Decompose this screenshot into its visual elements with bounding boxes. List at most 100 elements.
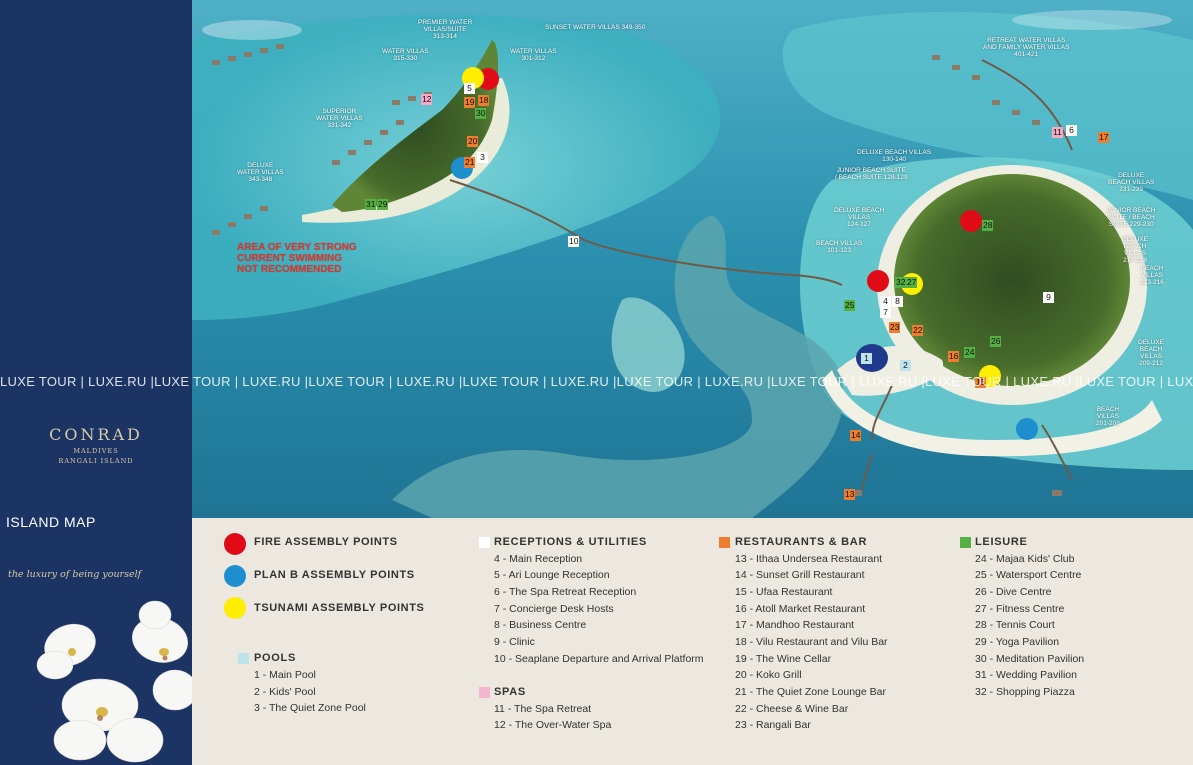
legend-item: 13 - Ithaa Undersea Restaurant [735, 553, 883, 565]
map-marker-24[interactable]: 24 [964, 347, 976, 358]
strong-current-warning: AREA OF VERY STRONG CURRENT SWIMMING NOT… [237, 242, 357, 275]
legend-item: 20 - Koko Grill [735, 669, 802, 681]
map-marker-3[interactable]: 3 [477, 152, 488, 163]
legend-item: 24 - Majaa Kids' Club [975, 553, 1075, 565]
map-marker-9[interactable]: 9 [1043, 292, 1054, 303]
receptions-legend-title: RECEPTIONS & UTILITIES [494, 536, 647, 548]
legend-item: 19 - The Wine Cellar [735, 653, 832, 665]
map-marker-29[interactable]: 29 [377, 199, 389, 210]
map-marker-23[interactable]: 23 [889, 322, 901, 333]
label-deluxe-beach-villas-130: DELUXE BEACH VILLAS 130-140 [857, 149, 932, 163]
legend-item: 15 - Ufaa Restaurant [735, 586, 833, 598]
leisure-legend-title: LEISURE [975, 536, 1028, 548]
legend-item: 18 - Vilu Restaurant and Vilu Bar [735, 636, 888, 648]
map-marker-8[interactable]: 8 [892, 296, 903, 307]
label-deluxe-beach-villas-231: DELUXE BEACH VILLAS 231-239 [1108, 172, 1155, 193]
map-marker-15[interactable]: 15 [975, 377, 987, 388]
legend-item: 8 - Business Centre [494, 619, 587, 631]
label-water-villas-301: WATER VILLAS 301-312 [510, 48, 557, 62]
legend-item: 5 - Ari Lounge Reception [494, 569, 610, 581]
tsunami-assembly-legend-dot [224, 597, 246, 619]
map-marker-20[interactable]: 20 [467, 136, 479, 147]
map-marker-18[interactable]: 18 [478, 95, 490, 106]
logo-subtitle-rangali: RANGALI ISLAND [58, 457, 134, 465]
map-marker-5[interactable]: 5 [464, 83, 475, 94]
map-marker-6[interactable]: 6 [1066, 125, 1077, 136]
tagline: the luxury of being yourself [8, 569, 142, 580]
conrad-logo: CONRAD [49, 425, 143, 444]
map-marker-11[interactable]: 11 [1052, 127, 1063, 138]
map-marker-13[interactable]: 13 [844, 489, 856, 500]
map-marker-16[interactable]: 16 [948, 351, 960, 362]
legend-item: 21 - The Quiet Zone Lounge Bar [735, 686, 886, 698]
label-deluxe-beach-villas-217: DELUXE BEACH VILLAS 217-228 [1122, 236, 1149, 264]
label-junior-beach-suite-229: JUNIOR BEACH SUITE / BEACH SUITE 229-230 [1107, 207, 1156, 228]
map-marker-25[interactable]: 25 [844, 300, 856, 311]
watermark-text: LUXE TOUR | LUXE.RU |LUXE TOUR | LUXE.RU… [0, 374, 1193, 389]
spas-legend-title: SPAS [494, 686, 526, 698]
legend-item: 11 - The Spa Retreat [494, 703, 592, 715]
label-retreat-water-villas: RETREAT WATER VILLAS AND FAMILY WATER VI… [983, 37, 1070, 58]
map-marker-19[interactable]: 19 [464, 97, 476, 108]
legend-item: 9 - Clinic [494, 636, 535, 648]
map-marker-28[interactable]: 28 [982, 220, 994, 231]
label-deluxe-beach-villas-124: DELUXE BEACH VILLAS 124-127 [834, 207, 885, 228]
legend-item: 1 - Main Pool [254, 669, 316, 681]
legend-item: 29 - Yoga Pavilion [975, 636, 1060, 648]
label-junior-beach-suite-128: JUNIOR BEACH SUITE / BEACH SUITE 128-129 [835, 167, 908, 181]
legend-item: 23 - Rangali Bar [735, 719, 811, 731]
fire-assembly-point[interactable] [960, 210, 982, 232]
pools-legend-title: POOLS [254, 652, 297, 664]
map-marker-27[interactable]: 27 [906, 277, 918, 288]
restaurants-legend-title: RESTAURANTS & BAR [735, 536, 868, 548]
label-deluxe-beach-villas-209: DELUXE BEACH VILLAS 209-212 [1138, 339, 1165, 367]
label-water-villas-315: WATER VILLAS 315-330 [382, 48, 429, 62]
legend-item: 2 - Kids' Pool [254, 686, 316, 698]
legend-item: 12 - The Over-Water Spa [494, 719, 612, 731]
legend-item: 14 - Sunset Grill Restaurant [735, 569, 865, 581]
map-marker-12[interactable]: 12 [421, 94, 433, 105]
orchid-flowers-image [36, 600, 192, 763]
label-premier-water-villas: PREMIER WATER VILLAS/SUITE 313-314 [418, 19, 473, 40]
map-marker-32[interactable]: 32 [895, 277, 907, 288]
legend-item: 7 - Concierge Desk Hosts [494, 603, 614, 615]
fire-assembly-legend-dot [224, 533, 246, 555]
label-superior-water-villas: SUPERIOR WATER VILLAS 331-342 [316, 108, 363, 129]
legend-item: 32 - Shopping Piazza [975, 686, 1075, 698]
plan-b-assembly-point[interactable] [1016, 418, 1038, 440]
legend-item: 27 - Fitness Centre [975, 603, 1065, 615]
fire-assembly-point[interactable] [867, 270, 889, 292]
tsunami-assembly-legend-label: TSUNAMI ASSEMBLY POINTS [254, 602, 425, 614]
map-marker-26[interactable]: 26 [990, 336, 1002, 347]
map-marker-2[interactable]: 2 [900, 360, 911, 371]
receptions-legend-square [479, 537, 490, 548]
legend-item: 10 - Seaplane Departure and Arrival Plat… [494, 653, 704, 665]
page-title: ISLAND MAP [6, 514, 96, 530]
legend-item: 6 - The Spa Retreat Reception [494, 586, 637, 598]
legend-item: 26 - Dive Centre [975, 586, 1052, 598]
spas-legend-square [479, 687, 490, 698]
map-marker-14[interactable]: 14 [850, 430, 862, 441]
map-marker-1[interactable]: 1 [861, 353, 872, 364]
map-marker-22[interactable]: 22 [912, 325, 924, 336]
legend-item: 31 - Wedding Pavilion [975, 669, 1077, 681]
map-marker-21[interactable]: 21 [464, 157, 476, 168]
label-beach-villas-213: BEACH VILLAS 213-216 [1140, 265, 1164, 286]
restaurants-legend-square [719, 537, 730, 548]
legend-item: 28 - Tennis Court [975, 619, 1055, 631]
map-marker-4[interactable]: 4 [880, 296, 891, 307]
legend-item: 30 - Meditation Pavilion [975, 653, 1085, 665]
label-beach-villas-101: BEACH VILLAS 101-123 [816, 240, 863, 254]
map-marker-30[interactable]: 30 [475, 108, 487, 119]
planb-assembly-legend-dot [224, 565, 246, 587]
label-sunset-water-villas: SUNSET WATER VILLAS 349-350 [545, 24, 646, 31]
island-map: PREMIER WATER VILLAS/SUITE 313-314 SUNSE… [192, 0, 1193, 518]
legend-item: 4 - Main Reception [494, 553, 583, 565]
map-marker-31[interactable]: 31 [365, 199, 377, 210]
map-marker-10[interactable]: 10 [568, 236, 580, 247]
legend-item: 16 - Atoll Market Restaurant [735, 603, 866, 615]
map-marker-17[interactable]: 17 [1098, 132, 1110, 143]
legend-item: 22 - Cheese & Wine Bar [735, 703, 849, 715]
map-marker-7[interactable]: 7 [880, 307, 891, 318]
sidebar: CONRAD MALDIVES RANGALI ISLAND ISLAND MA… [0, 0, 192, 765]
